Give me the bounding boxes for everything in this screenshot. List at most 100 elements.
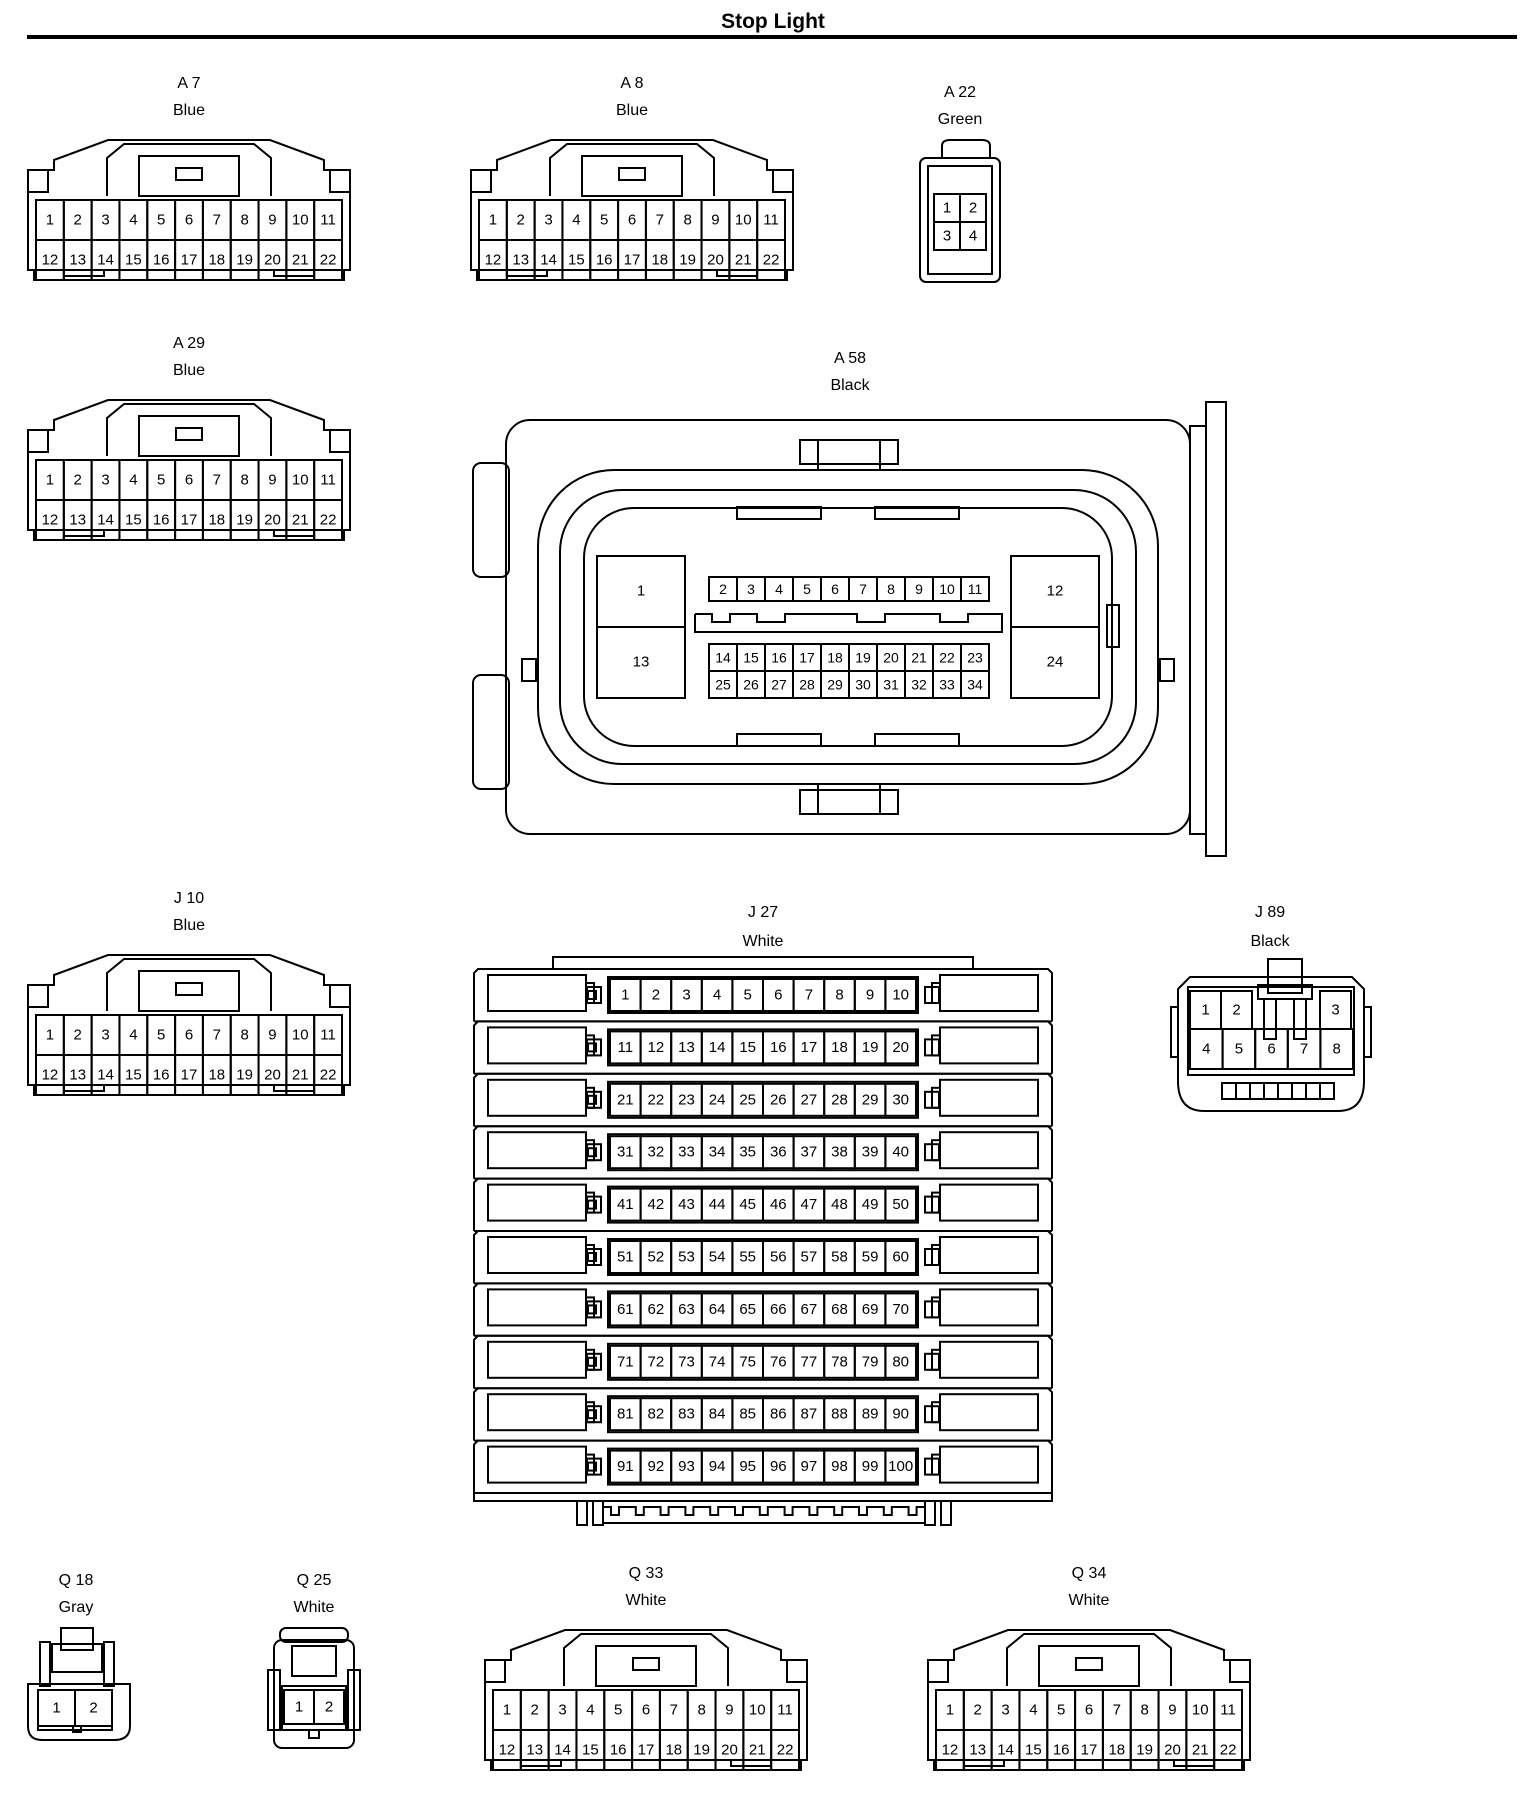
pin-number: 12 bbox=[1047, 583, 1064, 600]
side-flange bbox=[1189, 425, 1207, 835]
pin-number: 49 bbox=[862, 1196, 879, 1213]
pin-number: 3 bbox=[544, 212, 552, 229]
pin-number: 93 bbox=[678, 1458, 695, 1475]
pin-number: 10 bbox=[749, 1702, 766, 1719]
pin-number: 30 bbox=[855, 677, 871, 693]
pin-number: 10 bbox=[292, 1027, 309, 1044]
pin-number: 79 bbox=[862, 1353, 879, 1370]
pin-number: 3 bbox=[1001, 1702, 1009, 1719]
pin-number: 11 bbox=[618, 1039, 634, 1056]
connector-housing bbox=[27, 399, 351, 531]
pin-cavity bbox=[884, 1397, 918, 1432]
pin-number: 8 bbox=[240, 1027, 248, 1044]
pin-number: 45 bbox=[739, 1196, 756, 1213]
lock-square bbox=[586, 1143, 602, 1162]
pin-number: 19 bbox=[236, 1067, 253, 1084]
pin-cavity bbox=[884, 1344, 918, 1379]
pin-number: 12 bbox=[42, 512, 59, 529]
tier-slot bbox=[487, 1236, 587, 1274]
latch-tab bbox=[1075, 1657, 1103, 1671]
pin-number: 13 bbox=[678, 1039, 695, 1056]
tier-slot bbox=[939, 1393, 1039, 1432]
pin-number: 19 bbox=[236, 512, 253, 529]
housing-notch bbox=[484, 1659, 506, 1683]
pin-number: 16 bbox=[153, 1067, 170, 1084]
rail-slot bbox=[273, 529, 315, 537]
latch bbox=[60, 1627, 94, 1651]
connector-color: White bbox=[1069, 1592, 1110, 1609]
pin-number: 2 bbox=[74, 472, 82, 489]
latch-hood bbox=[941, 139, 991, 158]
pin-number: 10 bbox=[735, 212, 752, 229]
connector-code: J 10 bbox=[174, 890, 204, 907]
pin-number: 28 bbox=[799, 677, 815, 693]
locking-key bbox=[799, 789, 899, 815]
locking-key bbox=[817, 783, 881, 815]
pin-number: 21 bbox=[735, 252, 752, 269]
pin-number: 20 bbox=[264, 1067, 281, 1084]
connector-code: A 58 bbox=[834, 350, 866, 367]
pin-number: 63 bbox=[678, 1301, 695, 1318]
latch bbox=[1267, 958, 1303, 994]
pin-cavity bbox=[959, 221, 987, 251]
pin-number: 12 bbox=[42, 252, 59, 269]
pin-number: 72 bbox=[648, 1353, 665, 1370]
pin-number: 17 bbox=[181, 1067, 198, 1084]
cavity-wall bbox=[583, 507, 1113, 747]
latch-tab bbox=[632, 1657, 660, 1671]
pin-number: 21 bbox=[911, 650, 927, 666]
pin-number: 9 bbox=[268, 212, 276, 229]
housing-notch bbox=[27, 169, 49, 193]
pin-cavity bbox=[884, 1292, 918, 1327]
pin-number: 21 bbox=[292, 512, 309, 529]
rib bbox=[1159, 658, 1175, 682]
pin-cavity bbox=[960, 670, 990, 699]
pin-number: 1 bbox=[52, 1700, 60, 1717]
lock-square bbox=[586, 1457, 602, 1476]
pin-number: 3 bbox=[943, 228, 951, 245]
pin-number: 15 bbox=[743, 650, 759, 666]
rail-slot bbox=[520, 1759, 562, 1767]
pin-number: 5 bbox=[600, 212, 608, 229]
pin-cavity bbox=[960, 576, 990, 602]
side-rib bbox=[1170, 1006, 1179, 1058]
pin-number: 26 bbox=[743, 677, 759, 693]
pin-number: 11 bbox=[1220, 1702, 1236, 1719]
pin-number: 85 bbox=[739, 1406, 756, 1423]
pin-number: 1 bbox=[295, 1699, 303, 1716]
pin-number: 15 bbox=[568, 252, 585, 269]
pin-cavity bbox=[313, 499, 344, 541]
pin-number: 1 bbox=[1201, 1002, 1209, 1019]
pin-number: 18 bbox=[651, 252, 668, 269]
pin-number: 2 bbox=[969, 200, 977, 217]
pin-number: 2 bbox=[652, 987, 660, 1004]
pin-number: 87 bbox=[801, 1406, 818, 1423]
pin-row-frame bbox=[607, 1447, 919, 1486]
bottom-post bbox=[576, 1500, 588, 1526]
pin-number: 70 bbox=[892, 1301, 909, 1318]
pin-number: 9 bbox=[268, 1027, 276, 1044]
pin-number: 17 bbox=[799, 650, 815, 666]
side-rib bbox=[267, 1669, 281, 1731]
pin-number: 36 bbox=[770, 1144, 787, 1161]
connector-code: A 8 bbox=[620, 75, 643, 92]
pin-number: 21 bbox=[617, 1091, 634, 1108]
pin-number: 22 bbox=[1220, 1742, 1237, 1759]
tier-slot bbox=[487, 1340, 587, 1379]
pin-number: 2 bbox=[974, 1702, 982, 1719]
pin-number: 22 bbox=[939, 650, 955, 666]
inner-frame bbox=[927, 165, 993, 275]
lock-square bbox=[586, 1248, 602, 1266]
bottom-post bbox=[940, 1500, 952, 1526]
pin-number: 8 bbox=[683, 212, 691, 229]
pin-number: 12 bbox=[485, 252, 502, 269]
pin-number: 14 bbox=[97, 512, 114, 529]
pin-number: 10 bbox=[892, 987, 909, 1004]
pin-number: 10 bbox=[292, 472, 309, 489]
pin-number: 2 bbox=[1232, 1002, 1240, 1019]
latch-tab bbox=[175, 167, 203, 181]
pin-cavity bbox=[1213, 1729, 1243, 1771]
pin-number: 7 bbox=[213, 472, 221, 489]
connector-code: A 22 bbox=[944, 84, 976, 101]
lock-square bbox=[586, 1405, 602, 1424]
